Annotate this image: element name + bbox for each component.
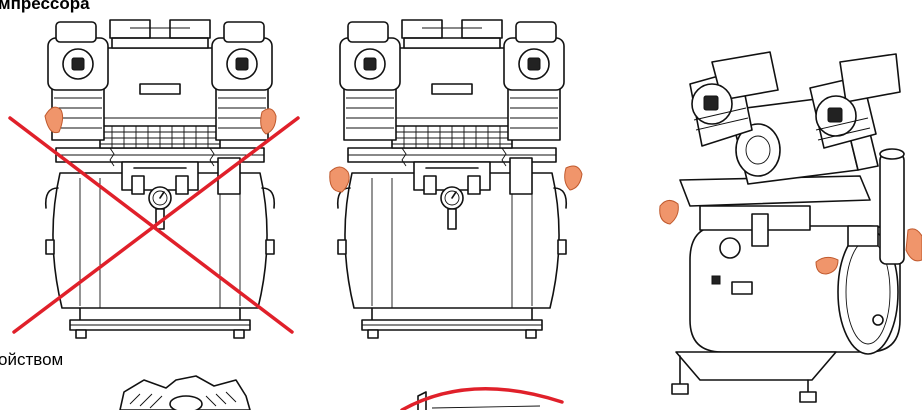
- cross-out-mark: [8, 116, 294, 334]
- bottom-partial-illustrations: [119, 375, 564, 410]
- red-circle-mark: [400, 387, 564, 410]
- correct-grip-panel: [329, 19, 583, 339]
- hand-icon: [44, 106, 64, 134]
- heading-fragment: мпрессора: [0, 0, 90, 13]
- perspective-view-panel: [659, 51, 922, 403]
- incorrect-grip-panel: [8, 19, 300, 339]
- hand-icon: [329, 166, 350, 193]
- cross-out-mark: [12, 116, 300, 334]
- hand-icon: [659, 200, 679, 225]
- hand-icon: [905, 228, 922, 262]
- hand-icon: [564, 165, 583, 191]
- hand-icon: [260, 108, 277, 135]
- section-label-fragment: ойством: [0, 350, 64, 369]
- hand-icon: [815, 256, 839, 275]
